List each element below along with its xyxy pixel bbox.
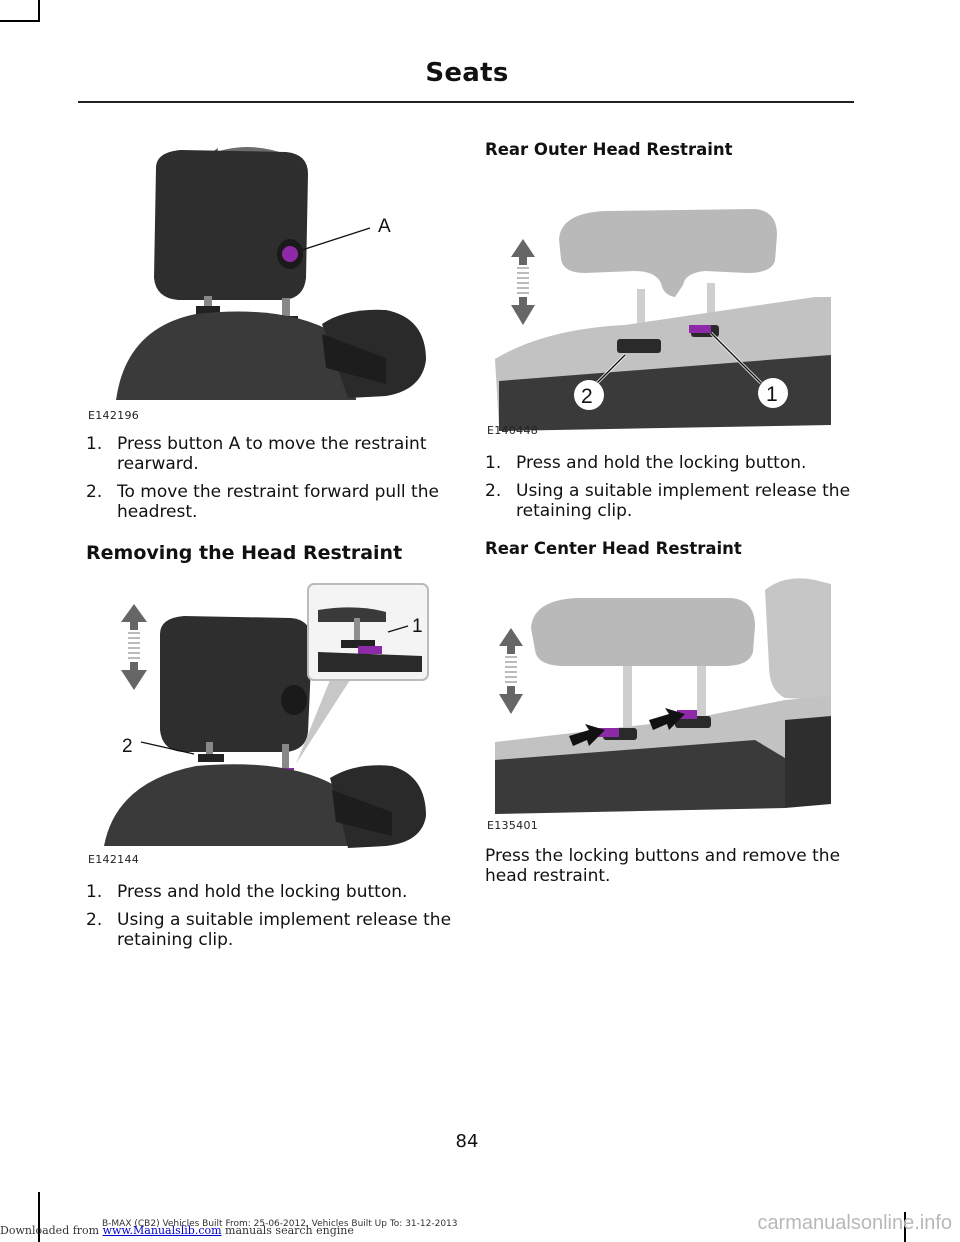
crop-mark-top-left-v xyxy=(38,0,40,22)
figure-code: E135401 xyxy=(487,819,539,832)
watermark: carmanualsonline.info xyxy=(757,1212,952,1234)
list-item: 2.Using a suitable implement release the… xyxy=(485,481,851,521)
footer-vehicle-info: B-MAX (CB2) Vehicles Built From: 25-06-2… xyxy=(102,1219,458,1229)
list-item: 1.Press and hold the locking button. xyxy=(485,453,807,473)
rear-center-instruction: Press the locking buttons and remove the… xyxy=(485,846,841,886)
steps-rear-outer: 1.Press and hold the locking button. 2.U… xyxy=(485,453,855,521)
rear-outer-illustration: 2 1 xyxy=(485,169,831,431)
header-rule xyxy=(78,101,854,103)
figure-code: E142144 xyxy=(88,853,140,866)
callout-1: 1 xyxy=(766,383,778,406)
manualslib-link[interactable]: www.Manualslib.com xyxy=(102,1224,222,1237)
crop-mark-top-left-h xyxy=(0,20,40,22)
callout-2: 2 xyxy=(122,736,133,757)
rear-center-illustration xyxy=(495,578,831,814)
callout-1: 1 xyxy=(412,616,423,637)
crop-mark-bottom-right-v xyxy=(904,1212,906,1242)
steps-tilt: 1.Press button A to move the restraint r… xyxy=(86,434,452,522)
page-title: Seats xyxy=(425,58,509,88)
figure-rear-center: E135401 xyxy=(485,570,831,838)
figure-front-headrest-tilt: A E142196 xyxy=(86,128,430,422)
heading-rear-center: Rear Center Head Restraint xyxy=(485,539,742,558)
right-column: Rear Outer Head Restraint xyxy=(485,140,855,886)
list-item: 2.Using a suitable implement release the… xyxy=(86,910,452,950)
page-number: 84 xyxy=(455,1131,479,1152)
list-item: 1.Press and hold the locking button. xyxy=(86,882,408,902)
figure-front-headrest-remove: 2 1 E142144 xyxy=(86,582,430,866)
front-headrest-remove-illustration: 2 1 xyxy=(104,583,429,848)
callout-a: A xyxy=(378,216,391,237)
figure-rear-outer: 2 1 E140448 xyxy=(485,169,831,437)
callout-2: 2 xyxy=(581,385,593,408)
list-item: 1.Press button A to move the restraint r… xyxy=(86,434,427,474)
list-item: 2.To move the restraint forward pull the… xyxy=(86,482,439,522)
figure-code: E142196 xyxy=(88,409,140,422)
left-column: A E142196 1.Press button A to move the r… xyxy=(86,128,452,958)
figure-code: E140448 xyxy=(487,424,539,437)
front-headrest-illustration: A xyxy=(116,147,426,400)
section-heading-removing: Removing the Head Restraint xyxy=(86,542,403,564)
crop-mark-bottom-left-v xyxy=(38,1192,40,1242)
download-note: Downloaded from www.Manualslib.com manua… xyxy=(0,1224,354,1237)
steps-remove-front: 1.Press and hold the locking button. 2.U… xyxy=(86,882,452,950)
heading-rear-outer: Rear Outer Head Restraint xyxy=(485,140,733,159)
